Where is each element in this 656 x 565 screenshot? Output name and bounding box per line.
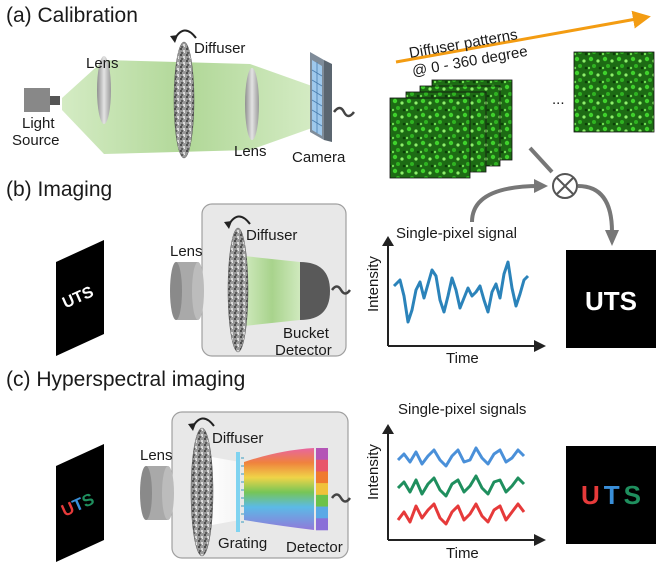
rotation-direction-arrow: [395, 10, 651, 64]
diffuser-label-b: Diffuser: [246, 227, 297, 244]
bucket-detector-icon: [300, 262, 330, 320]
result-letter-t: T: [604, 480, 620, 510]
detector-segment: [316, 494, 328, 507]
panel-a-title: (a) Calibration: [6, 4, 138, 27]
bucket-detector-label-1: Bucket: [283, 325, 330, 342]
result-image-c: [566, 446, 656, 544]
detector-segment: [316, 518, 328, 531]
grating-icon: [236, 452, 240, 532]
camera-icon: [310, 52, 355, 142]
diffuser-icon-b: [227, 227, 249, 353]
grating-lines: [241, 457, 244, 523]
speckle-pattern-stack: [389, 51, 655, 179]
bucket-detector-label-2: Detector: [275, 342, 332, 359]
panel-c-title: (c) Hyperspectral imaging: [6, 368, 245, 391]
light-source-label-2: Source: [12, 132, 60, 149]
lens-label-2: Lens: [234, 143, 267, 160]
detector-segment: [316, 483, 328, 496]
detector-cable-icon-c: [330, 493, 352, 503]
y-axis-label-c: Intensity: [365, 444, 382, 500]
rotation-arrowhead-icon: [170, 35, 178, 43]
panel-b-title: (b) Imaging: [6, 178, 112, 201]
y-axis-label-b: Intensity: [365, 256, 382, 312]
panel-a-calibration: (a) Calibration Light Source Lens Diffus…: [6, 4, 655, 246]
result-image-b: [566, 250, 656, 348]
rotation-arrowhead-icon-c: [188, 423, 196, 431]
grating-label: Grating: [218, 535, 267, 552]
signal-line-green: [396, 474, 526, 498]
rotation-arrowhead-icon-b: [224, 221, 232, 229]
object-card-c: [56, 444, 104, 562]
detector-label-c: Detector: [286, 539, 343, 556]
lens-cylinder-icon: [170, 262, 204, 320]
x-axis-label-b: Time: [446, 350, 479, 367]
diffuser-label-c: Diffuser: [212, 430, 263, 447]
light-source-label-1: Light: [22, 115, 55, 132]
lens-label-1: Lens: [86, 55, 119, 72]
single-pixel-signal-line: [392, 260, 530, 324]
x-axis-arrowhead-b: [534, 340, 546, 352]
light-source-icon: [24, 88, 60, 112]
result-arrowhead-icon: [605, 230, 619, 246]
result-text-b: UTS: [585, 286, 637, 316]
white-beam: [206, 456, 240, 526]
x-axis-label-c: Time: [446, 545, 479, 562]
imaging-beam: [244, 256, 300, 326]
lens-label-b: Lens: [170, 243, 203, 260]
signal-to-multiplier-arrow: [470, 184, 541, 223]
signal-axes-c: [387, 428, 540, 541]
detector-segment: [316, 448, 328, 461]
diffuser-icon: [173, 41, 195, 159]
multiplier-arrowhead-icon: [534, 179, 548, 193]
y-axis-arrowhead-c: [382, 424, 394, 434]
signal-line-blue: [396, 446, 526, 468]
spectral-detector-icon: [316, 448, 328, 531]
detector-cable-icon: [330, 285, 352, 295]
diffuser-label-a: Diffuser: [194, 40, 245, 57]
dispersed-spectrum: [244, 448, 314, 530]
lens-icon: [97, 56, 111, 124]
lens-cylinder-icon-c: [140, 466, 174, 520]
camera-label: Camera: [292, 149, 346, 166]
detector-segment: [316, 459, 328, 472]
result-letter-u: U: [581, 480, 600, 510]
detector-segment: [316, 506, 328, 519]
signal-axes-b: [387, 240, 540, 347]
signal-line-red: [396, 502, 526, 526]
pattern-ellipsis: ...: [552, 91, 565, 108]
y-axis-arrowhead-b: [382, 236, 394, 246]
signal-title-c: Single-pixel signals: [398, 401, 526, 418]
multiplier-to-result-arrow: [577, 184, 614, 233]
object-card-b: [56, 240, 104, 356]
detector-segment: [316, 471, 328, 484]
result-letter-s: S: [624, 480, 641, 510]
panel-b-imaging: (b) Imaging UTS Lens Diffuser Bucket Det…: [6, 178, 656, 367]
panel-c-hyperspectral: (c) Hyperspectral imaging UTS Lens Diffu…: [6, 368, 656, 562]
pattern-to-multiplier-arrow: [528, 146, 554, 174]
x-axis-arrowhead-c: [534, 534, 546, 546]
lens-icon-2: [245, 68, 259, 140]
diffuser-icon-c: [190, 427, 214, 557]
signal-title-b: Single-pixel signal: [396, 225, 517, 242]
multiplier-icon: [552, 173, 578, 199]
lens-label-c: Lens: [140, 447, 173, 464]
